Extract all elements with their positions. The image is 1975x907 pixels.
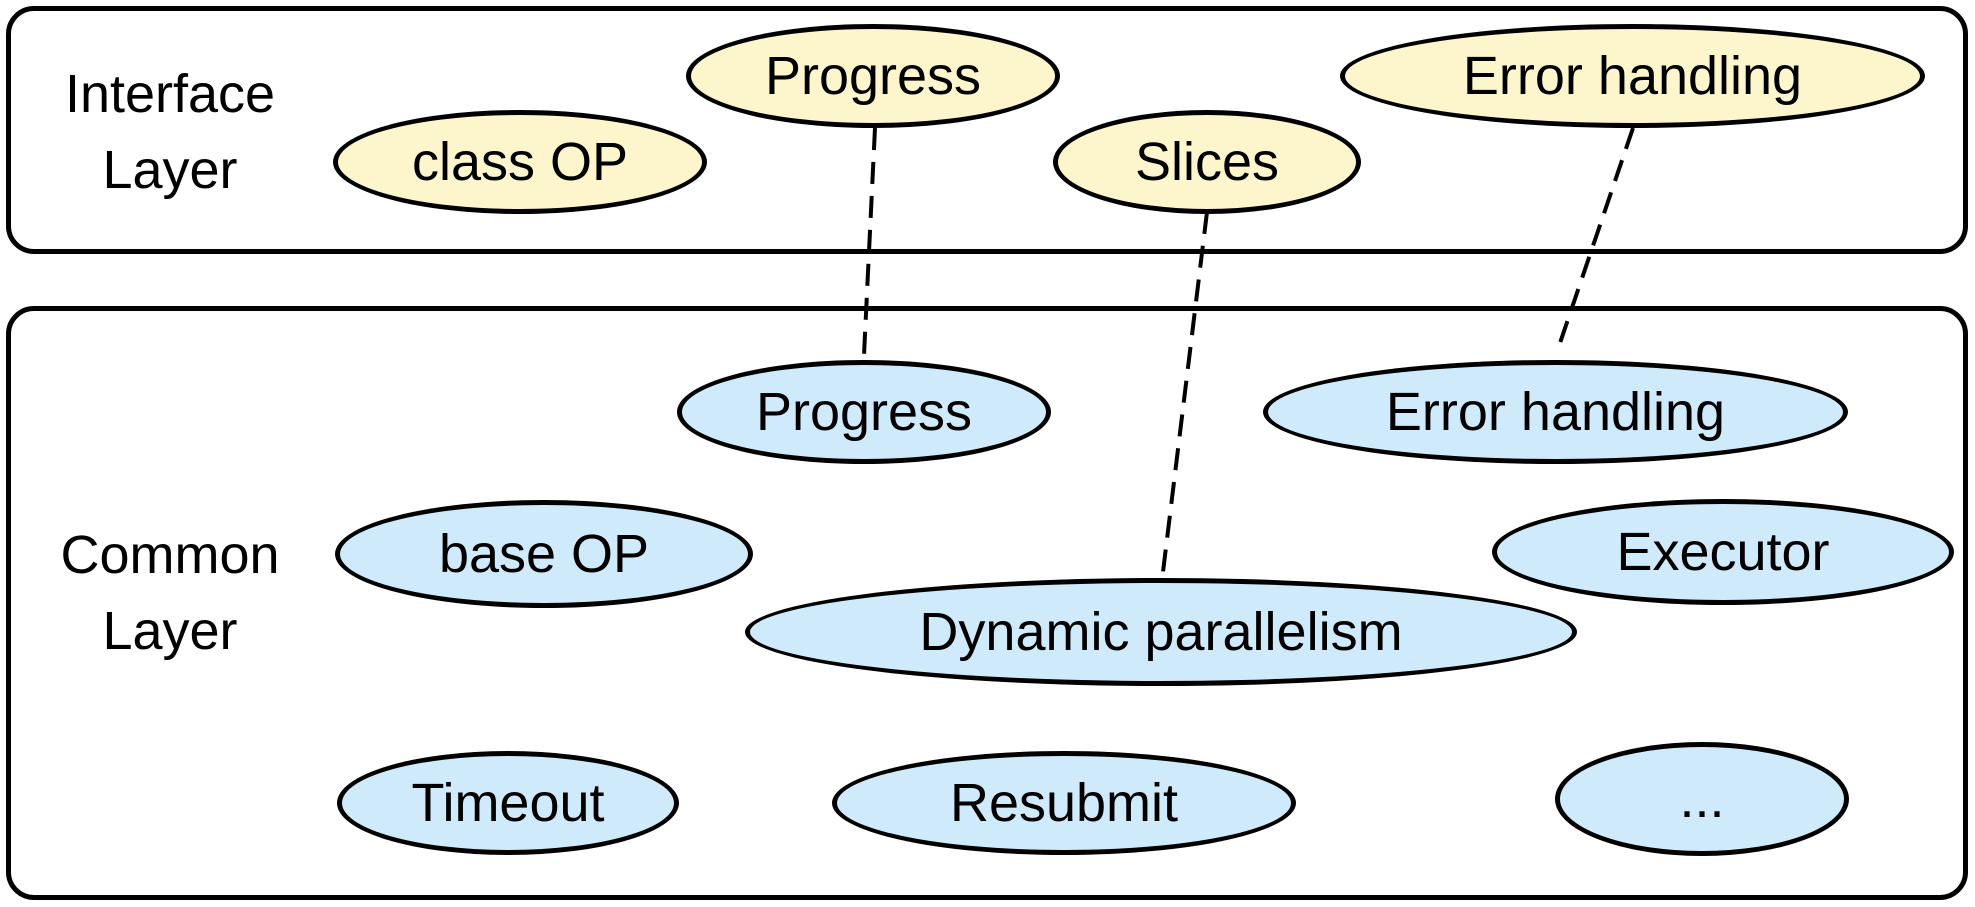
interface-layer-label-line2: Layer — [102, 140, 238, 200]
common-node-executor: Executor — [1492, 499, 1954, 605]
interface-layer-label: Interface Layer — [30, 56, 310, 208]
common-node-error-handling: Error handling — [1263, 360, 1848, 464]
common-node-progress: Progress — [677, 360, 1051, 464]
common-layer-label-line1: Common — [60, 525, 280, 585]
common-node-base-op: base OP — [335, 500, 753, 608]
common-layer-label-line2: Layer — [102, 601, 238, 661]
interface-node-error-handling: Error handling — [1340, 24, 1925, 128]
interface-layer-label-line1: Interface — [64, 64, 276, 124]
interface-node-slices: Slices — [1053, 110, 1361, 214]
interface-node-progress: Progress — [686, 24, 1060, 128]
interface-node-class-op: class OP — [333, 110, 707, 214]
common-node-dynamic-parallelism: Dynamic parallelism — [745, 578, 1577, 686]
common-node-resubmit: Resubmit — [832, 751, 1296, 855]
common-node-timeout: Timeout — [337, 751, 679, 855]
common-node-more: ... — [1555, 742, 1849, 856]
common-layer-label: Common Layer — [20, 517, 320, 669]
